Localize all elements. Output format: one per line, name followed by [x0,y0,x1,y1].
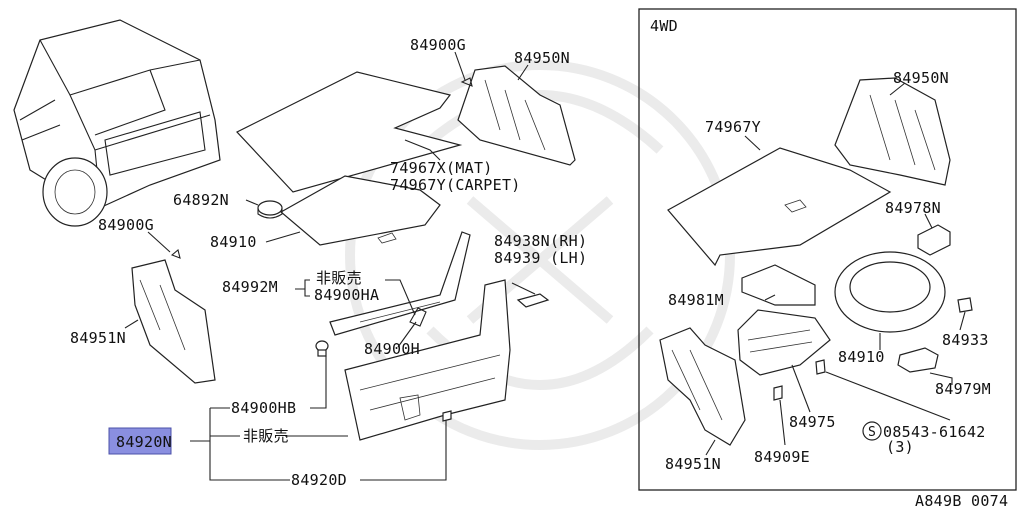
label-84920n: 84920N [116,433,172,451]
label-84975: 84975 [789,413,836,431]
label-s-symbol: S [868,425,876,440]
label-64892n: 64892N [173,191,229,209]
side-panel-84951n [131,259,216,384]
mat-74967x [236,71,463,193]
label-84900h: 84900H [364,340,420,358]
label-84950n: 84950N [514,49,570,67]
label-84978n: 84978N [885,199,941,217]
screw-08543-61642 [815,359,826,375]
side-panel-84950n-4wd [834,77,951,186]
label-84992m: 84992M [222,278,278,296]
label-84933: 84933 [942,331,989,349]
highlight-84920n [108,427,172,455]
clip-84920d [442,410,452,422]
label-84938n: 84938N(RH) [494,232,587,250]
label-84951n: 84951N [70,329,126,347]
label-84909e: 84909E [754,448,810,466]
label-74967y-4wd: 74967Y [705,118,761,136]
block-84933 [957,297,973,313]
sill-cover-84992m [329,231,471,336]
block-84979m [897,347,939,373]
block-84978n [917,224,951,256]
tire-ring-84910-4wd [834,251,946,333]
label-84981m: 84981M [668,291,724,309]
inset-frame-4wd [638,8,1017,491]
label-08543-qty: (3) [886,438,914,456]
inset-title: 4WD [650,17,678,35]
clip-84900g-left [170,249,181,259]
label-84900ha: 84900HA [314,286,379,304]
label-84910: 84910 [210,233,257,251]
cap-64892n [257,200,283,219]
label-hihanbai-2: 非販売 [243,427,289,445]
grommet-84900hb [315,340,329,357]
label-84920n-suffix: N [163,433,172,451]
vehicle-rear-sketch [13,19,221,227]
floor-board-84910 [279,175,441,246]
label-84920n-num: 84920 [116,433,163,451]
side-panel-84951n-4wd [659,327,746,446]
label-84900g-left: 84900G [98,216,154,234]
back-panel-84920n [344,279,511,441]
diagram-code: A849B 0074 [915,492,1008,510]
bracket-84938n [516,293,550,308]
clip-84909e [773,385,783,401]
label-84979m: 84979M [935,380,991,398]
label-84900hb: 84900HB [231,399,296,417]
carpet-74967y-4wd [667,147,892,267]
s-symbol-circle [862,421,882,441]
tray-84981m [737,309,831,376]
label-08543-61642: 08543-61642 [883,423,986,441]
label-84951n-4wd: 84951N [665,455,721,473]
hook-84900h [409,307,427,327]
label-84950n-4wd: 84950N [893,69,949,87]
label-74967y: 74967Y(CARPET) [390,176,521,194]
mat-84981m [741,264,816,306]
label-84910-4wd: 84910 [838,348,885,366]
clip-84900g-top [460,77,473,87]
leader-lines-main [124,51,536,481]
label-84939: 84939 (LH) [494,249,587,267]
label-hihanbai-1: 非販売 [316,269,362,287]
label-74967x: 74967X(MAT) [390,159,493,177]
label-84900g-top: 84900G [410,36,466,54]
leader-lines-4wd [705,82,966,456]
label-84920d: 84920D [291,471,347,489]
side-panel-84950n [457,65,576,166]
